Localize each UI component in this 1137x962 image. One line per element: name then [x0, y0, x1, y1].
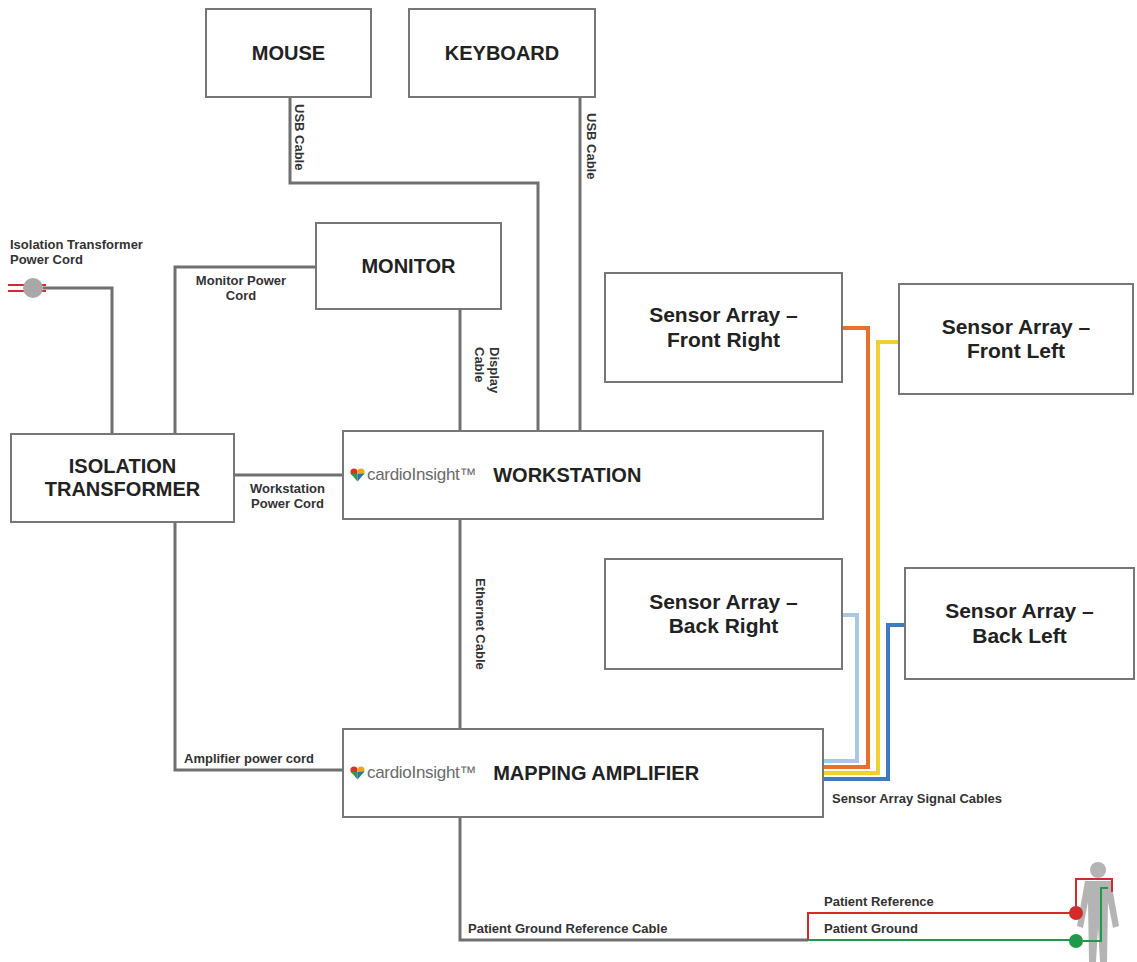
logo-heart	[350, 766, 365, 780]
cable-connector	[175, 267, 315, 433]
sensor-box: Sensor Array – Back Left	[904, 567, 1135, 680]
power-plug	[23, 278, 43, 298]
amplifier-box: cardioInsight™ MAPPING AMPLIFIER	[342, 728, 824, 818]
box-title: MOUSE	[252, 42, 325, 65]
device-box: MOUSE	[205, 8, 372, 98]
cable-connector	[175, 523, 342, 770]
cable-connector	[235, 474, 342, 477]
reference-electrode	[1069, 906, 1083, 920]
box-title: Sensor Array – Front Right	[635, 303, 813, 351]
box-title: Sensor Array – Back Left	[931, 599, 1109, 647]
device-box: KEYBOARD	[408, 8, 596, 98]
box-title: KEYBOARD	[445, 42, 559, 65]
cable-label: USB Cable	[584, 113, 599, 179]
reference-wire	[808, 913, 1070, 940]
cable-label: USB Cable	[292, 104, 307, 170]
cable-label: Monitor Power Cord	[186, 273, 296, 303]
cable-connector	[290, 98, 538, 430]
box-title: WORKSTATION	[493, 464, 641, 487]
cable-connector	[579, 98, 582, 430]
box-title: MAPPING AMPLIFIER	[493, 762, 699, 785]
sensor-box: Sensor Array – Front Right	[604, 272, 843, 383]
cable-label: Display Cable	[472, 347, 502, 399]
caption-label: Sensor Array Signal Cables	[832, 791, 1002, 806]
box-title: Sensor Array – Back Right	[635, 590, 813, 638]
workstation-box: cardioInsight™ WORKSTATION	[342, 430, 824, 520]
cable-label: Workstation Power Cord	[240, 481, 335, 511]
ground-lead	[1083, 888, 1108, 941]
sensor-box: Sensor Array – Front Left	[898, 283, 1134, 395]
ground-reference-cable	[460, 818, 808, 940]
ground-electrode	[1069, 934, 1083, 948]
cable-label: Amplifier power cord	[184, 751, 314, 766]
reference-lead	[1076, 879, 1112, 906]
caption-label: Patient Ground	[824, 921, 918, 936]
ground-wire	[808, 939, 1070, 941]
cable-connector	[459, 520, 462, 728]
transformer-box: ISOLATION TRANSFORMER	[10, 433, 235, 523]
logo-heart	[350, 468, 365, 482]
logo-text: cardioInsight™	[367, 465, 476, 485]
logo-text: cardioInsight™	[367, 763, 476, 783]
device-box: MONITOR	[315, 222, 502, 310]
cable-label: Ethernet Cable	[473, 578, 488, 670]
cable-connector	[459, 310, 462, 430]
cable-connector	[824, 328, 868, 767]
power-cord	[43, 288, 112, 433]
caption-label: Isolation Transformer Power Cord	[10, 237, 170, 267]
sensor-box: Sensor Array – Back Right	[604, 558, 843, 670]
box-title: Sensor Array – Front Left	[927, 315, 1105, 363]
caption-label: Patient Reference	[824, 894, 934, 909]
box-title: ISOLATION TRANSFORMER	[30, 455, 215, 501]
box-title: MONITOR	[361, 255, 455, 278]
caption-label: Patient Ground Reference Cable	[468, 921, 667, 936]
patient-figure	[1077, 862, 1119, 962]
